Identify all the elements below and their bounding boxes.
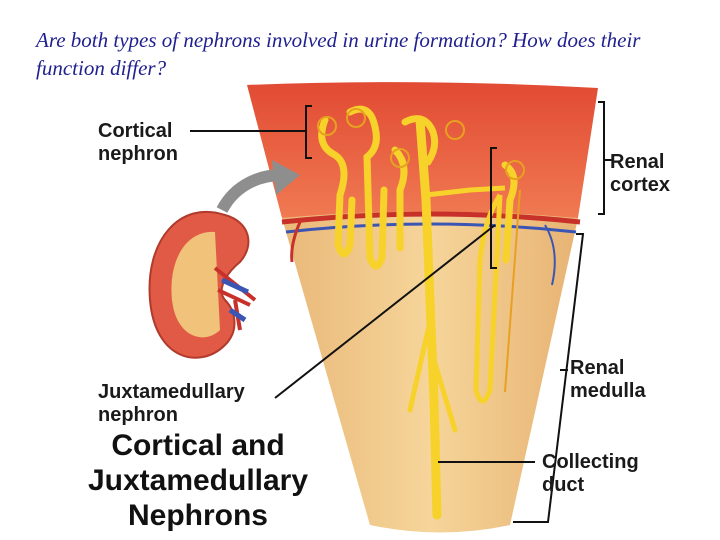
label-collecting-duct: Collecting duct (542, 451, 639, 496)
kidney-illustration (148, 210, 257, 359)
label-renal-medulla: Renal medulla (570, 357, 646, 402)
collecting-duct (415, 115, 442, 520)
question-text: Are both types of nephrons involved in u… (36, 28, 641, 80)
diagram-title: Cortical and Juxtamedullary Nephrons (87, 429, 309, 532)
cortical-nephron-tubules (318, 105, 518, 270)
label-juxtamedullary-nephron: Juxtamedullary nephron (98, 381, 245, 426)
label-renal-cortex: Renal cortex (610, 151, 671, 196)
label-cortical-nephron: Cortical nephron (98, 120, 178, 165)
